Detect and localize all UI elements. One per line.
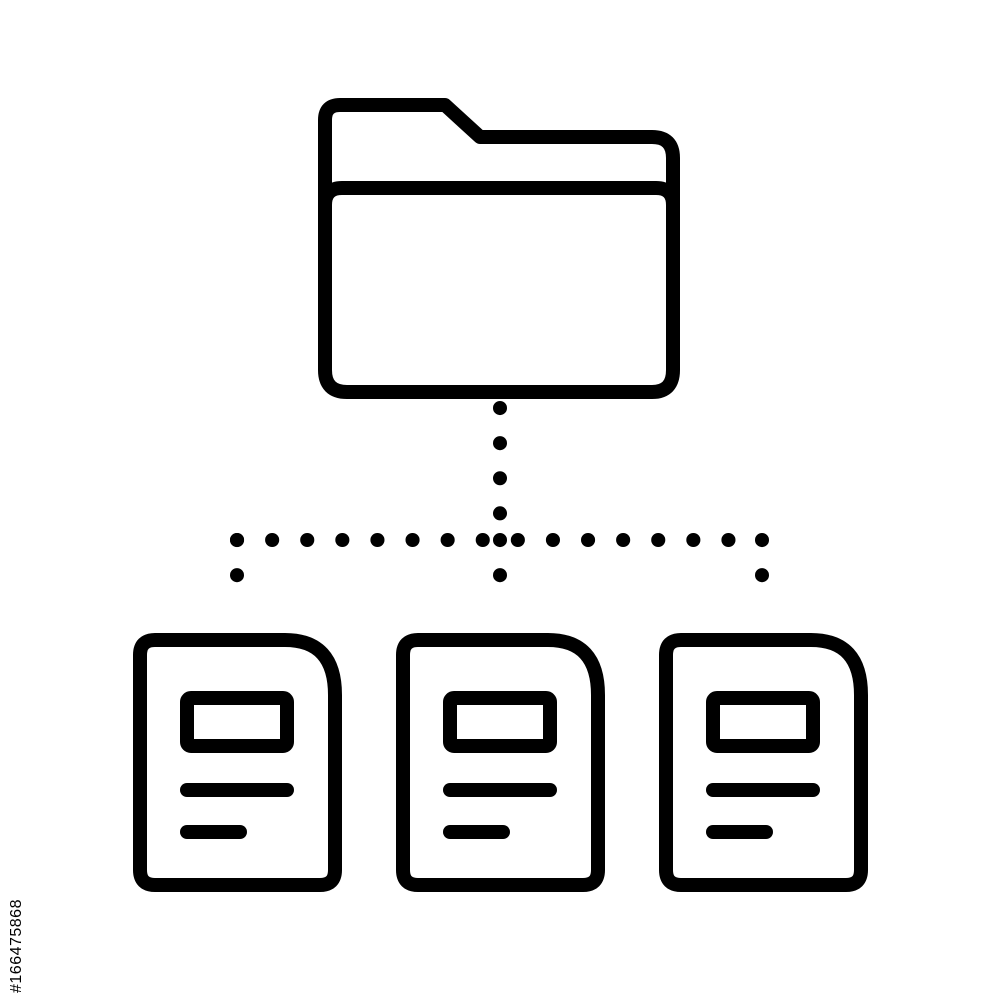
document-icon [396, 633, 605, 892]
stock-id-label: #166475868 [8, 899, 25, 993]
folder-icon [318, 98, 680, 399]
document-icon [133, 633, 342, 892]
document-icon [659, 633, 868, 892]
connector-lines [230, 401, 769, 617]
